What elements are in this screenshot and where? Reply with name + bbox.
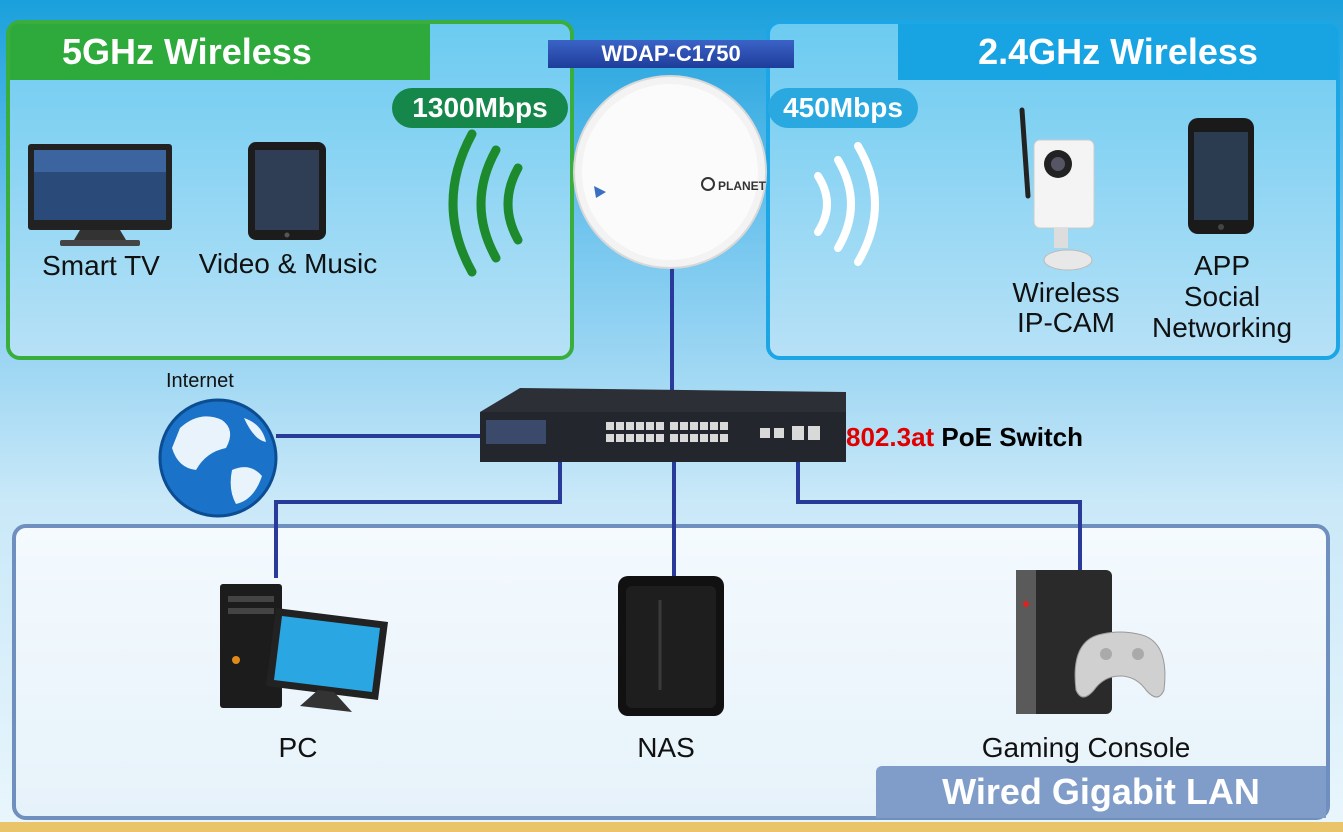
switch-to-pc-line xyxy=(274,452,562,578)
gaming-console-icon xyxy=(1016,570,1166,714)
smart-tv-icon xyxy=(28,144,172,246)
switch-label: 802.3at PoE Switch xyxy=(846,422,1083,453)
bottom-strip xyxy=(0,822,1343,832)
smart-tv-label: Smart TV xyxy=(42,250,160,281)
app-label-line1: APP xyxy=(1193,250,1251,281)
wifi-waves-24ghz-icon xyxy=(814,142,879,266)
globe-icon xyxy=(158,398,278,518)
video-music-label: Video & Music xyxy=(198,248,378,279)
switch-to-console-line xyxy=(796,458,1082,576)
ipcam-label: Wireless IP-CAM xyxy=(996,278,1136,338)
speed-24ghz-badge: 450Mbps xyxy=(768,88,918,128)
nas-icon xyxy=(618,576,724,716)
app-label: APP Social Networking xyxy=(1136,250,1308,343)
pc-label: PC xyxy=(278,732,318,763)
panel-24ghz-title: 2.4GHz Wireless xyxy=(898,24,1338,80)
app-label-line2: Social xyxy=(1183,281,1261,312)
nas-label: NAS xyxy=(637,732,695,763)
connection-lines xyxy=(274,262,1082,578)
ip-camera-icon xyxy=(1019,107,1095,271)
ap-brand-label: PLANET xyxy=(718,179,767,193)
app-label-line3: Networking xyxy=(1151,312,1293,343)
poe-switch-icon xyxy=(480,388,846,462)
wifi-waves-5ghz-icon xyxy=(448,129,523,277)
switch-name-label: PoE Switch xyxy=(941,422,1083,452)
panel-lan-title: Wired Gigabit LAN xyxy=(876,766,1326,818)
smartphone-icon xyxy=(1188,118,1254,234)
ap-model-label: WDAP-C1750 xyxy=(548,40,794,68)
speed-5ghz-badge: 1300Mbps xyxy=(392,88,568,128)
access-point-icon: PLANET xyxy=(573,75,767,269)
ipcam-label-line2: IP-CAM xyxy=(1017,307,1115,338)
switch-standard-label: 802.3at xyxy=(846,422,935,452)
panel-5ghz-title: 5GHz Wireless xyxy=(10,24,430,80)
internet-label: Internet xyxy=(166,370,234,392)
tablet-icon xyxy=(248,142,326,240)
ipcam-label-line1: Wireless xyxy=(1012,277,1120,308)
gaming-console-label: Gaming Console xyxy=(981,732,1191,763)
pc-icon xyxy=(220,584,388,712)
